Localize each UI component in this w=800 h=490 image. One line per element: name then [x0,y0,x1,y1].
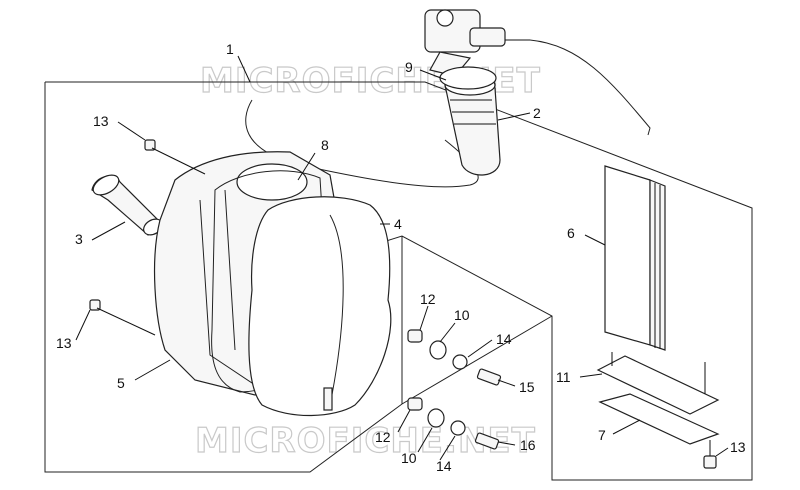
callout-13-upper: 13 [93,113,109,129]
callout-10-upper: 10 [454,307,470,323]
assembly-frame-lower [44,82,553,473]
callout-13-lower: 13 [56,335,72,351]
part-13-screw-upper [144,139,206,175]
part-2-intake-sleeve [444,74,501,176]
part-13-screw-right [703,440,717,469]
part-3-inlet-snorkel [91,174,163,236]
callout-12-upper: 12 [420,291,436,307]
callout-13-right: 13 [730,439,746,455]
callout-12-lower: 12 [375,429,391,445]
part-6-filter-element [604,165,666,351]
part-13-screw-lower [89,299,156,336]
carburetor [424,9,651,136]
callout-14-upper: 14 [496,331,512,347]
callout-3: 3 [75,231,83,247]
callout-14-lower: 14 [436,458,452,474]
callout-6: 6 [567,225,575,241]
callout-4: 4 [394,216,402,232]
callout-1: 1 [226,41,234,57]
callout-2: 2 [533,105,541,121]
callout-15: 15 [519,379,535,395]
callout-7: 7 [598,427,606,443]
part-7-lower-plate [598,393,720,445]
hardware-stack-lower [407,397,500,450]
callout-11: 11 [556,369,571,385]
part-9-clamp [439,66,497,90]
callout-9: 9 [405,59,413,75]
part-4-airbox-cover [248,196,392,417]
part-11-filter-plate [596,352,720,415]
callout-10-lower: 10 [401,450,417,466]
callout-8: 8 [321,137,329,153]
hardware-stack-upper [407,329,502,386]
callout-16: 16 [520,437,536,453]
callout-5: 5 [117,375,125,391]
